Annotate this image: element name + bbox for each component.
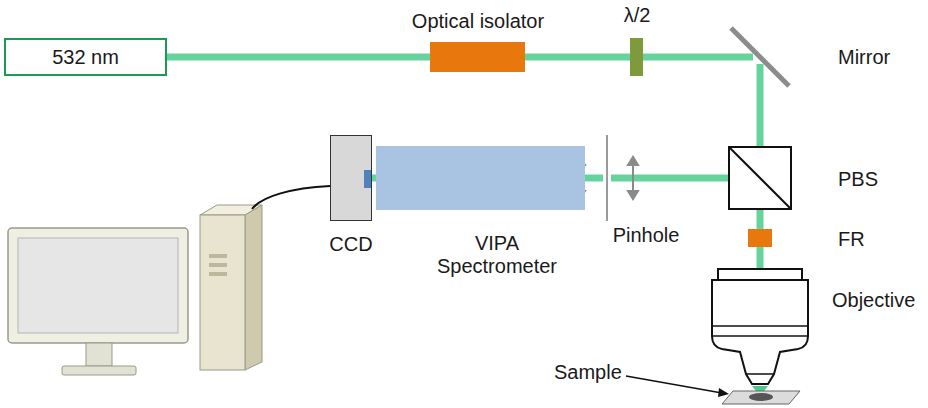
drive-slot [209, 272, 227, 276]
pinhole: Pinhole [603, 135, 611, 221]
laser-beam [585, 175, 603, 182]
ccd-sensor [364, 170, 371, 188]
shape-outline [710, 268, 810, 386]
lens-right [628, 157, 638, 199]
leader-head [718, 388, 729, 397]
component-label: CCD [329, 233, 372, 256]
ccd-camera: CCD [330, 135, 372, 221]
laser-beam [757, 247, 764, 268]
drive-slot [209, 263, 227, 267]
shape-outline [753, 50, 767, 64]
component-label: Mirror [838, 46, 890, 69]
waveplate: λ/2 [630, 38, 643, 76]
monitor-frame [8, 228, 188, 343]
component-label: Sample [554, 361, 622, 384]
laser-beam [757, 210, 764, 229]
laser-beam [611, 175, 728, 182]
component-label: FR [838, 228, 865, 251]
monitor-base [62, 366, 136, 375]
laser-box: 532 nm [4, 38, 167, 76]
laser-label: 532 nm [52, 46, 119, 69]
laser-beam [643, 54, 753, 61]
component-label: VIPA Spectrometer [432, 232, 562, 278]
ccd-cable [252, 186, 330, 209]
tower-front [200, 215, 245, 370]
shape-outline [728, 146, 792, 210]
beam-splitter: PBS [728, 146, 792, 210]
component-label: PBS [838, 168, 878, 191]
laser-beam [167, 54, 430, 61]
laser-beam [757, 64, 764, 146]
laser-beam [525, 54, 630, 61]
faraday-rotator: FR [748, 229, 772, 247]
component-label: Objective [832, 289, 915, 312]
monitor-screen [18, 238, 178, 333]
isolator-block: Optical isolator [430, 42, 525, 72]
shape-outline [721, 390, 801, 405]
monitor-neck [86, 343, 112, 366]
shape-outline [603, 135, 611, 221]
component-label: Pinhole [613, 224, 680, 247]
mirror: Mirror [753, 50, 767, 64]
sample-leader [626, 376, 722, 393]
component-label: λ/2 [624, 4, 651, 27]
tower-side [245, 205, 262, 370]
component-label: Optical isolator [412, 10, 544, 33]
objective-lens: Objective [710, 268, 810, 386]
sample-slide: Sample [721, 390, 801, 405]
drive-slot [209, 254, 227, 258]
spectrometer-box: VIPA Spectrometer [376, 146, 585, 210]
